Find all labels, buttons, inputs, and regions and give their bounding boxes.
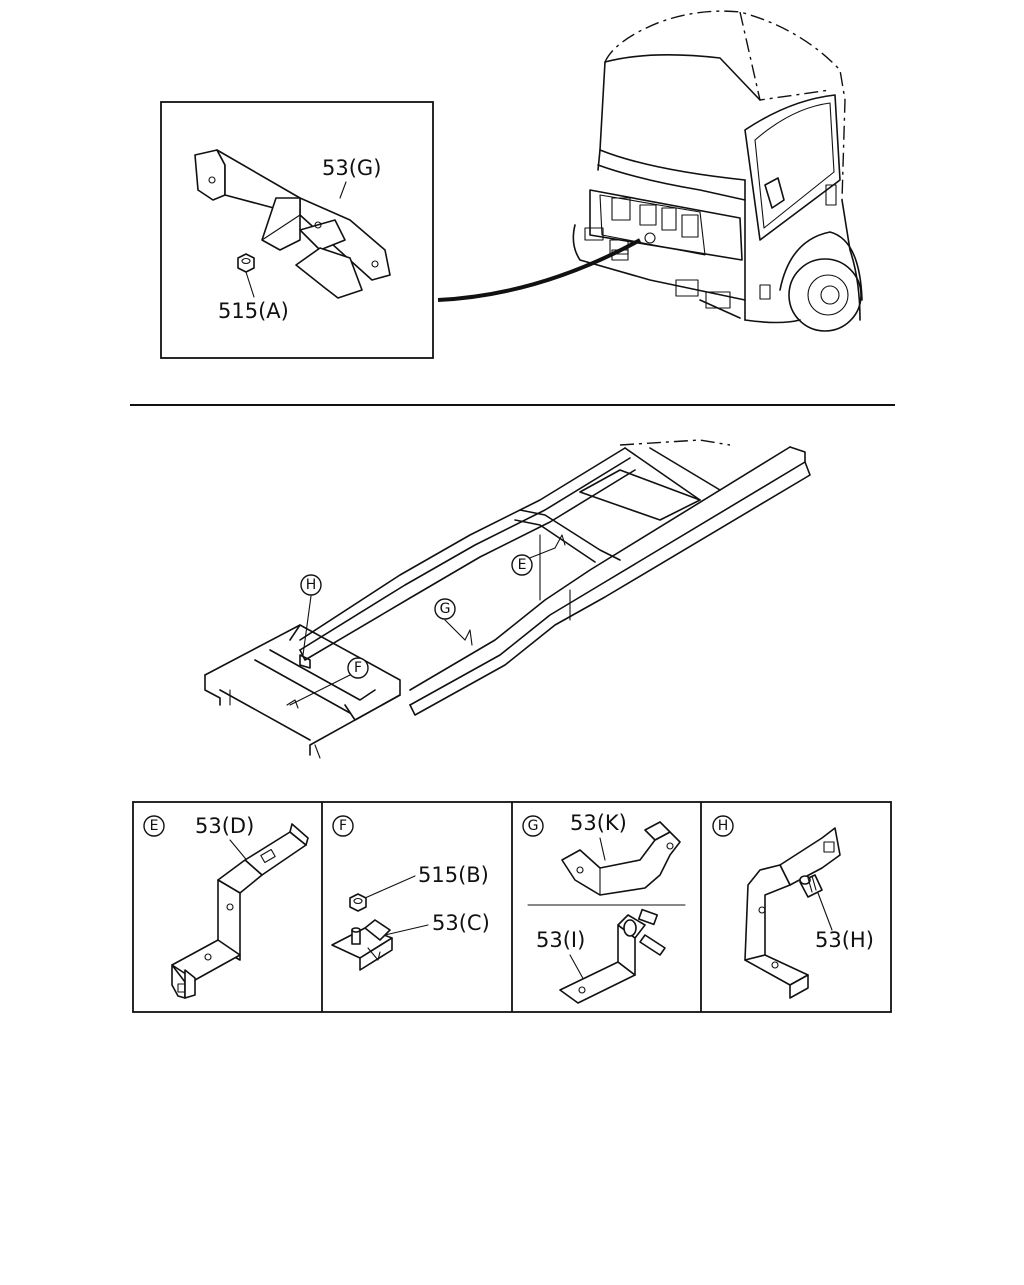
bracket-53c-drawing: [331, 919, 393, 971]
bracket-53k-drawing: [561, 821, 681, 896]
label-53g: 53(G): [322, 156, 381, 180]
panel-e-marker: E: [150, 818, 159, 834]
callout-g-letter: G: [440, 601, 451, 617]
detail-panel-g: G 53(K) 53(I): [522, 811, 686, 1004]
panel-g-marker: G: [528, 818, 539, 834]
nut-515a-drawing: [237, 253, 255, 298]
truck-cab-drawing: [572, 10, 863, 332]
callout-e-letter: E: [518, 557, 527, 573]
detail-panel-e: E 53(D): [143, 814, 309, 999]
bracket-53i-drawing: [559, 908, 666, 1004]
callout-g: G: [434, 598, 466, 641]
callout-f-letter: F: [354, 660, 362, 676]
inset-detail-bracket-g: 53(G) 515(A): [160, 101, 434, 359]
detail-panel-h: H 53(H): [712, 815, 874, 999]
panel-f-marker: F: [339, 818, 347, 834]
callout-e: E: [511, 547, 556, 576]
label-53d: 53(D): [195, 814, 254, 838]
detail-panel-f: F 515(B) 53(C): [331, 815, 490, 971]
bracket-53d-drawing: [171, 823, 309, 999]
inset-leader-line: [437, 238, 641, 302]
bracket-53h-drawing: [744, 827, 841, 999]
label-53k: 53(K): [570, 811, 627, 835]
nut-515b-drawing: [349, 893, 367, 912]
label-53i: 53(I): [536, 928, 585, 952]
callout-h-letter: H: [306, 577, 317, 593]
label-53h: 53(H): [815, 928, 874, 952]
callout-h: H: [300, 574, 322, 656]
panel-h-marker: H: [718, 818, 729, 834]
chassis-frame-drawing: [204, 439, 811, 759]
callout-f: F: [289, 657, 369, 706]
label-515a: 515(A): [218, 299, 289, 323]
bracket-53g-drawing: [194, 149, 391, 299]
label-515b: 515(B): [418, 863, 489, 887]
label-53c: 53(C): [432, 911, 490, 935]
